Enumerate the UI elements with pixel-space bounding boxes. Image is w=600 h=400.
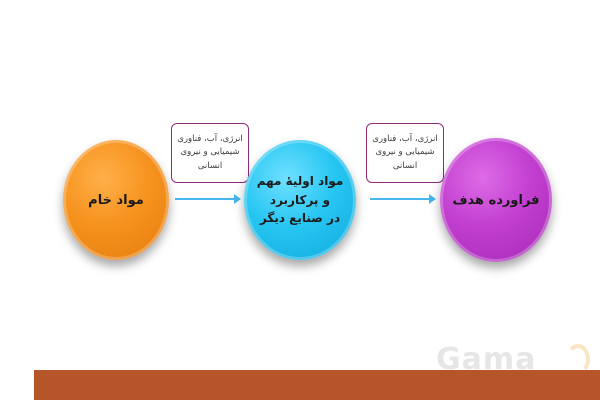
node-intermediate-materials: مواد اولیهٔ مهم و پرکاربرد در صنایع دیگر [244, 140, 356, 260]
footer-bar [34, 370, 600, 400]
node-intermediate-materials-label: مواد اولیهٔ مهم و پرکاربرد در صنایع دیگر [256, 174, 344, 226]
node-raw-materials: مواد خام [63, 140, 169, 260]
arrow-1 [175, 194, 241, 204]
node-target-product: فراورده هدف [440, 138, 552, 262]
node-raw-materials-label: مواد خام [88, 192, 144, 208]
inputs-note-2: انرژی، آب، فناوری شیمیایی و نیروی انسانی [366, 123, 444, 183]
inputs-note-1: انرژی، آب، فناوری شیمیایی و نیروی انسانی [171, 123, 249, 183]
node-target-product-label: فراورده هدف [452, 192, 540, 208]
watermark-mark-icon [566, 344, 590, 374]
arrow-2 [370, 194, 436, 204]
